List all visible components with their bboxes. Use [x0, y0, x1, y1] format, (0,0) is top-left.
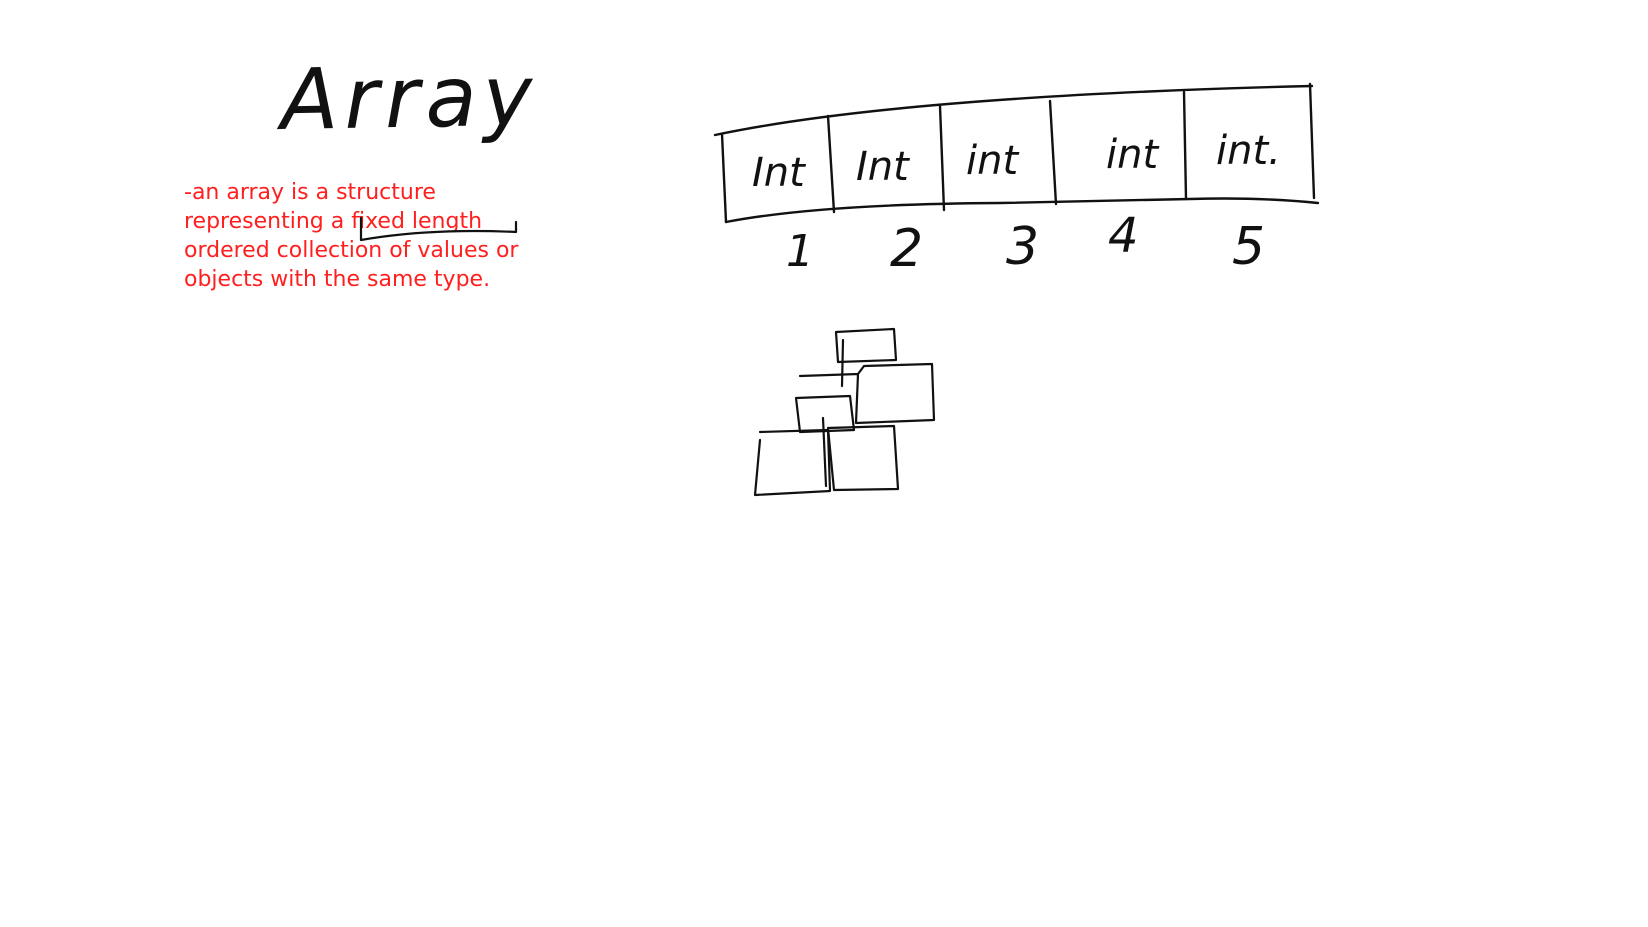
array-bottom-edge [724, 197, 1320, 224]
cell-divider [1048, 99, 1058, 206]
array-index-label: 5 [1232, 217, 1265, 277]
array-cell-label: int [1106, 132, 1159, 178]
note-line: objects with the same type. [184, 267, 491, 292]
array-index-label: 3 [1006, 217, 1039, 277]
note-line: representing a fixed length [184, 209, 483, 234]
array-right-edge [1308, 82, 1316, 200]
array-cell-label: Int [856, 144, 910, 190]
cell-divider [826, 114, 836, 214]
array-cell-label: int [966, 138, 1019, 184]
cell-divider [938, 104, 946, 212]
array-index-label: 1 [786, 226, 814, 277]
array-cell-label: int. [1216, 128, 1281, 174]
array-top-edge [713, 84, 1314, 137]
array-diagram [713, 82, 1320, 224]
note-line: ordered collection of values or [184, 238, 519, 263]
sketch-line [821, 416, 828, 488]
definition-note: -an array is a structure representing a … [184, 178, 584, 294]
scattered-memory-boxes [753, 327, 936, 497]
array-index-label: 2 [890, 219, 923, 279]
array-index-label: 4 [1108, 208, 1139, 264]
sketch-box [834, 327, 898, 364]
array-left-edge [720, 132, 728, 224]
cell-divider [1182, 90, 1188, 201]
sketch-box [826, 424, 900, 492]
sketch-box [794, 394, 856, 434]
sketch-box [798, 362, 936, 425]
array-cell-label: Int [752, 150, 806, 196]
note-line: -an array is a structure [184, 180, 436, 205]
fixed-length-bracket [359, 216, 518, 242]
sketch-box [753, 428, 832, 497]
sketch-line [840, 338, 845, 388]
